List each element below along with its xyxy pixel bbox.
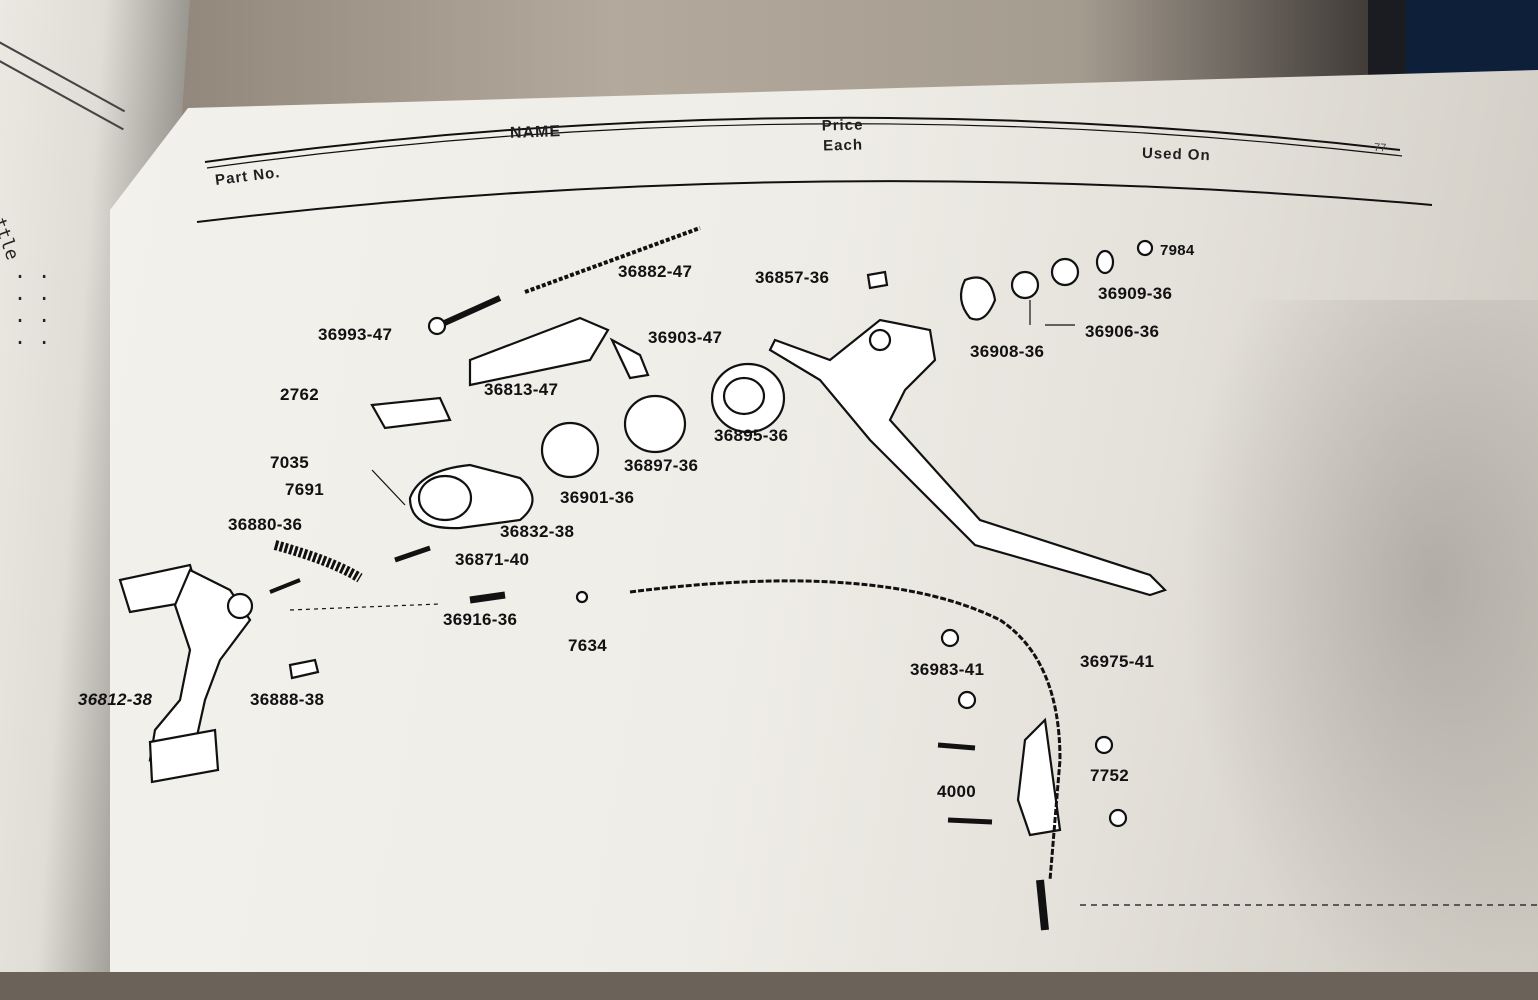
header-rule-bottom (196, 180, 1433, 223)
cable-end (1036, 879, 1049, 931)
part-label: 2762 (280, 385, 320, 404)
part-label: 36882-47 (618, 262, 693, 281)
part-label: 36916-36 (443, 610, 518, 629)
nut-7984 (1136, 239, 1154, 257)
clevis-eye (427, 316, 447, 336)
nut-7752 (1094, 735, 1114, 755)
cam-36908 (959, 276, 997, 321)
part-label: 4000 (937, 782, 977, 801)
bracket-hole (868, 328, 892, 352)
part-label: 7035 (270, 453, 310, 472)
clevis-36871 (394, 545, 431, 563)
part-label: 36901-36 (560, 488, 635, 507)
part-label: 36895-36 (714, 426, 789, 445)
housing-36832-bore (417, 474, 473, 522)
clevis-36916 (469, 591, 506, 604)
part-label: 36983-41 (910, 660, 985, 679)
sprocket-36906-b (1050, 257, 1080, 287)
part-label: 36857-36 (755, 268, 830, 287)
part-label: 7634 (568, 636, 608, 655)
page-number: 77 (1373, 141, 1387, 155)
lever-36813 (468, 316, 610, 387)
clevis-rod (438, 295, 502, 328)
stud-36888 (288, 658, 320, 680)
left-page-dots: . . . . . . . . (14, 259, 51, 349)
part-label: 36908-36 (970, 342, 1045, 361)
part-label: 36813-47 (484, 380, 559, 399)
column-price-line2: Each (822, 136, 864, 155)
nut-7634 (575, 590, 589, 604)
nut-36983-b (957, 690, 977, 710)
part-label: 36812-38 (78, 690, 153, 709)
part-label: 36903-47 (648, 328, 723, 347)
nut-36983 (940, 628, 960, 648)
parts-diagram (118, 116, 1538, 931)
header-rule-top-thin (206, 123, 1403, 169)
washer-36909 (1095, 249, 1115, 275)
part-label: 36888-38 (250, 690, 325, 709)
pedal-pivot (226, 592, 254, 620)
bolt-36903 (609, 337, 650, 380)
part-label: 36832-38 (500, 522, 575, 541)
column-used-on: Used On (1141, 144, 1211, 165)
part-label: 36871-40 (455, 550, 530, 569)
part-label: 36897-36 (624, 456, 699, 475)
spring-36880 (273, 540, 363, 583)
bolt-4000-b (947, 817, 993, 825)
sprocket-36906-a (1010, 270, 1040, 300)
bushing (866, 270, 889, 290)
cable-bracket (1016, 717, 1062, 837)
bolt-4000 (937, 742, 976, 751)
lever-foot-pad (370, 396, 452, 430)
disc-36901 (540, 421, 600, 479)
leader (371, 469, 406, 506)
header-rule-top (204, 116, 1401, 163)
disc-36897 (623, 394, 687, 454)
column-price: Price Each (821, 115, 864, 156)
nut-7752-b (1108, 808, 1128, 828)
catalog-page (110, 70, 1538, 972)
part-label: 7691 (285, 480, 325, 499)
bracket-36857 (768, 318, 1168, 597)
part-label: 7752 (1090, 766, 1130, 785)
pin (269, 578, 301, 594)
part-label: 7984 (1160, 242, 1195, 259)
part-label: 36993-47 (318, 325, 393, 344)
part-label: 36880-36 (228, 515, 303, 534)
part-label: 36909-36 (1098, 284, 1173, 303)
part-label: 36906-36 (1085, 322, 1160, 341)
column-name: NAME (509, 123, 562, 142)
column-price-line1: Price (821, 116, 864, 135)
washer-36895-hole (722, 376, 766, 416)
part-label: 36975-41 (1080, 652, 1155, 671)
pedal-pad-lower (148, 728, 220, 784)
spring-rod (524, 226, 701, 294)
leader (289, 603, 441, 611)
cable-36975 (629, 579, 1062, 881)
